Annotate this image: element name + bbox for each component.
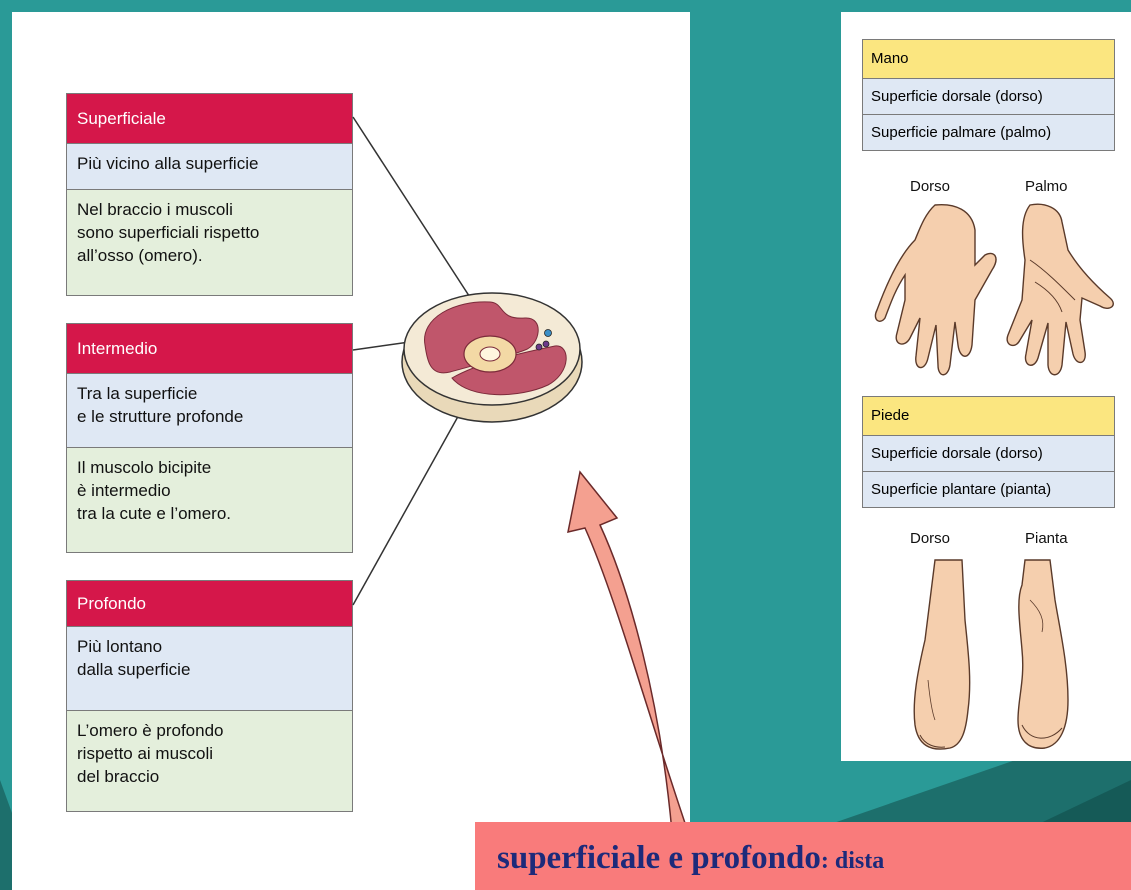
hand-table: Mano Superficie dorsale (dorso) Superfic… <box>862 39 1115 151</box>
foot-table: Piede Superficie dorsale (dorso) Superfi… <box>862 396 1115 508</box>
foot-pianta-label: Pianta <box>1025 530 1068 547</box>
box-title: Intermedio <box>67 324 352 374</box>
foot-table-row: Superficie plantare (pianta) <box>863 472 1114 507</box>
box-example: L’omero è profondo rispetto ai muscoli d… <box>67 711 352 811</box>
hand-table-row: Superficie palmare (palmo) <box>863 115 1114 150</box>
foot-dorso-label: Dorso <box>910 530 951 547</box>
hand-palmo-label: Palmo <box>1025 178 1068 195</box>
box-definition: Più lontano dalla superficie <box>67 627 352 711</box>
box-example: Nel braccio i muscoli sono superficiali … <box>67 190 352 295</box>
box-superficiale: Superficiale Più vicino alla superficie … <box>66 93 353 296</box>
box-title: Profondo <box>67 581 352 627</box>
hand-table-row: Superficie dorsale (dorso) <box>863 79 1114 115</box>
box-definition: Tra la superficie e le strutture profond… <box>67 374 352 448</box>
caption-main-text: superficiale e profondo <box>497 840 821 876</box>
hand-dorso-label: Dorso <box>910 178 951 195</box>
foot-table-header: Piede <box>863 397 1114 436</box>
box-title: Superficiale <box>67 94 352 144</box>
foot-table-row: Superficie dorsale (dorso) <box>863 436 1114 472</box>
hand-table-header: Mano <box>863 40 1114 79</box>
box-example: Il muscolo bicipite è intermedio tra la … <box>67 448 352 552</box>
box-profondo: Profondo Più lontano dalla superficie L’… <box>66 580 353 812</box>
caption-rest-text: : dista <box>820 848 885 874</box>
box-definition: Più vicino alla superficie <box>67 144 352 190</box>
box-intermedio: Intermedio Tra la superficie e le strutt… <box>66 323 353 553</box>
slide-caption: superficiale e profondo: dista <box>475 822 1131 890</box>
